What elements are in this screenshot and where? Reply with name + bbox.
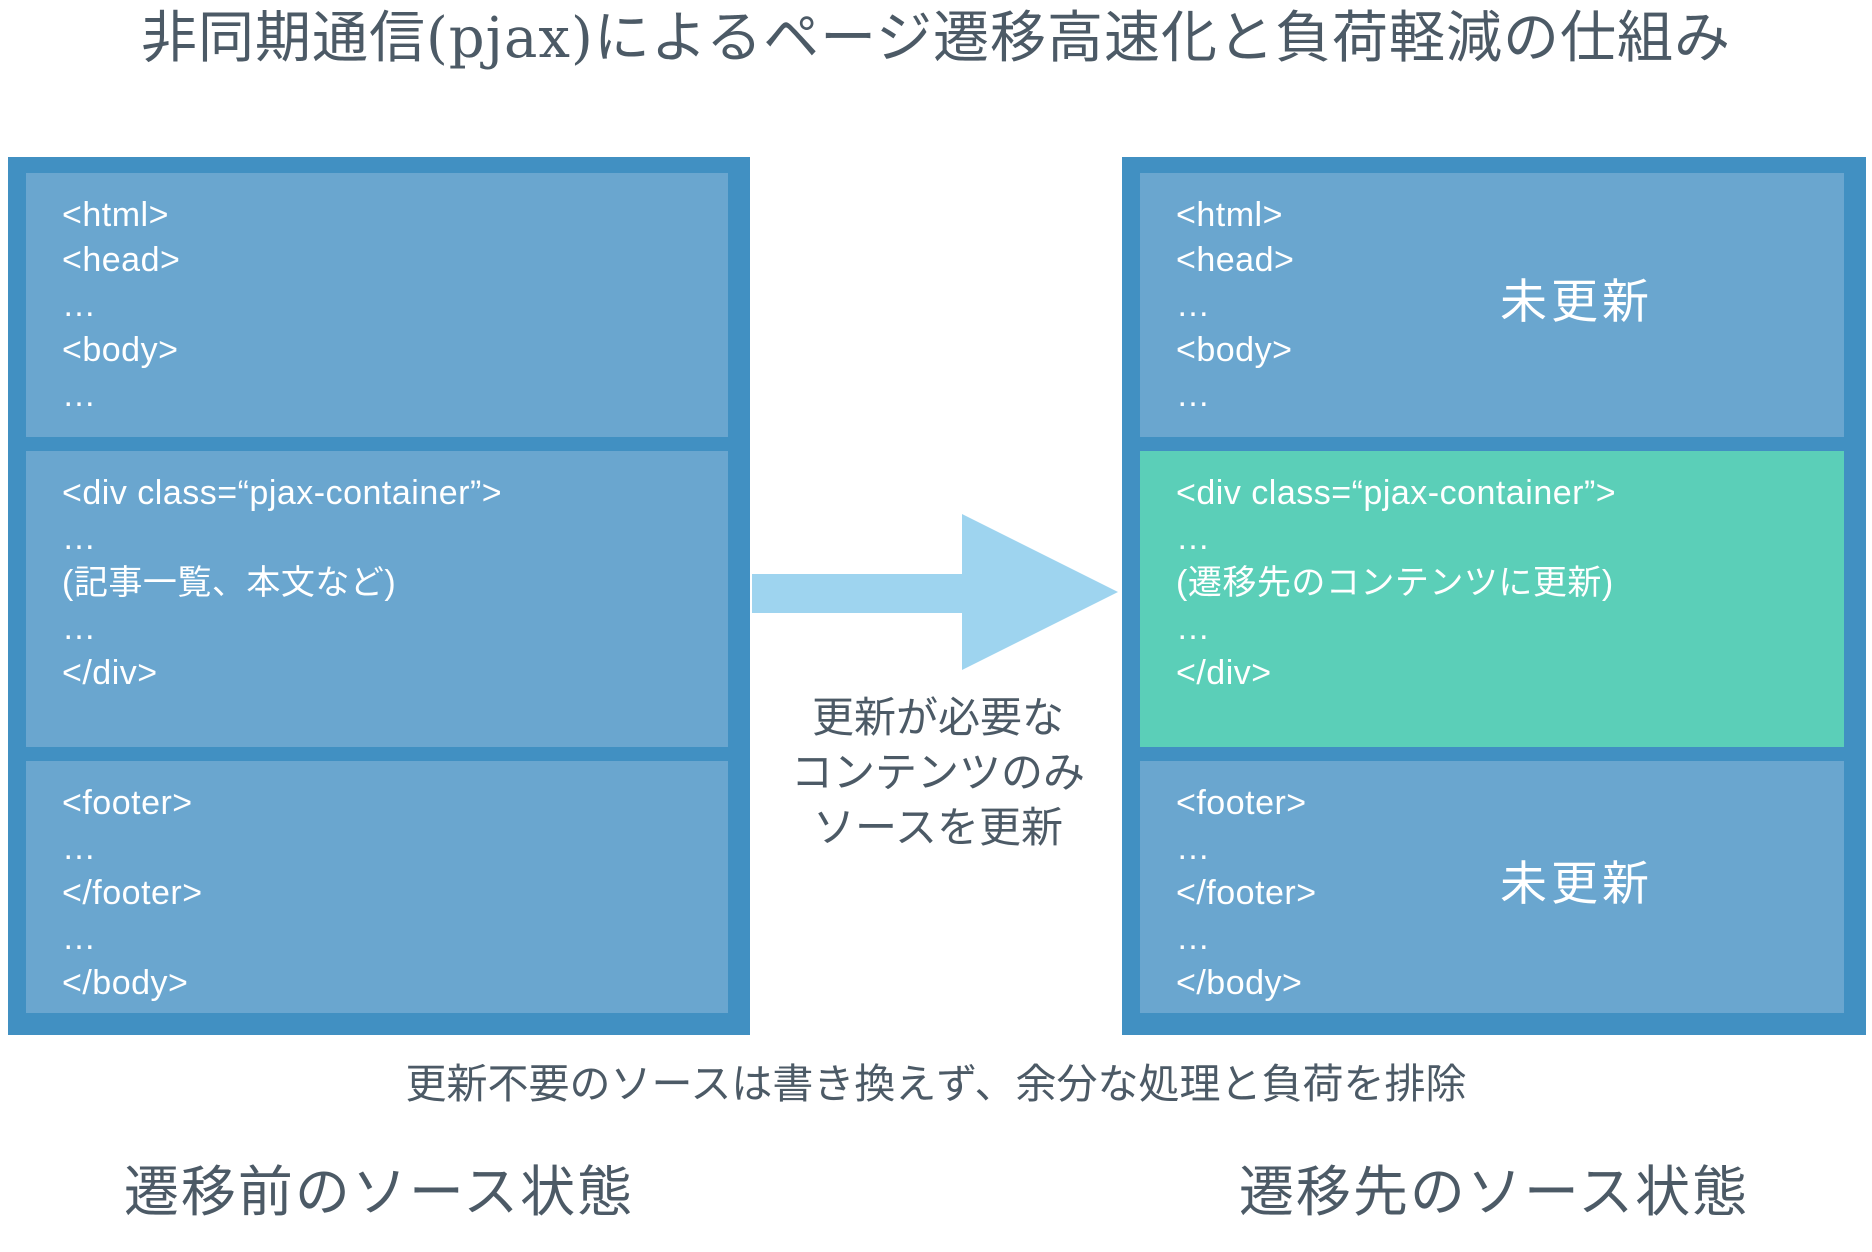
code-line: … bbox=[1176, 519, 1211, 557]
code-line: <head> bbox=[1176, 241, 1295, 279]
code-line: <footer> bbox=[62, 784, 193, 822]
code-line: … bbox=[62, 609, 97, 647]
after-panel-caption: 遷移先のソース状態 bbox=[1238, 1160, 1750, 1224]
not-updated-label: 未更新 bbox=[1500, 857, 1653, 912]
code-line: … bbox=[1176, 286, 1211, 324]
code-box-footer: <footer> … </footer> … </body> bbox=[26, 761, 728, 1013]
code-line: (記事一覧、本文など) bbox=[62, 564, 397, 602]
code-line: <html> bbox=[62, 196, 169, 234]
code-line: <body> bbox=[1176, 331, 1293, 369]
code-box-footer: <footer> … </footer> … </body> 未更新 bbox=[1140, 761, 1844, 1013]
code-line: </body> bbox=[62, 964, 189, 1002]
code-line: </footer> bbox=[62, 874, 203, 912]
not-updated-label: 未更新 bbox=[1500, 275, 1653, 330]
code-line: <head> bbox=[62, 241, 181, 279]
code-line: <div class=“pjax-container”> bbox=[62, 474, 503, 512]
code-line: </body> bbox=[1176, 964, 1303, 1002]
source-panel-before: <html> <head> … <body> … <div class=“pja… bbox=[8, 157, 750, 1035]
source-panel-after: <html> <head> … <body> … 未更新 <div class=… bbox=[1122, 157, 1866, 1035]
code-box-pjax-container-updated: <div class=“pjax-container”> … (遷移先のコンテン… bbox=[1140, 451, 1844, 747]
code-line: … bbox=[62, 829, 97, 867]
code-line: … bbox=[1176, 919, 1211, 957]
page-title: 非同期通信(pjax)によるページ遷移高速化と負荷軽減の仕組み bbox=[140, 6, 1732, 71]
arrow-caption-line: コンテンツのみ bbox=[790, 748, 1085, 797]
code-line: (遷移先のコンテンツに更新) bbox=[1176, 564, 1614, 602]
code-line: <div class=“pjax-container”> bbox=[1176, 474, 1617, 512]
code-line: </div> bbox=[1176, 654, 1272, 692]
code-box-pjax-container: <div class=“pjax-container”> … (記事一覧、本文な… bbox=[26, 451, 728, 747]
code-line: … bbox=[62, 519, 97, 557]
code-box-html-head: <html> <head> … <body> … bbox=[26, 173, 728, 437]
before-panel-caption: 遷移前のソース状態 bbox=[123, 1160, 635, 1224]
arrow-caption: 更新が必要な コンテンツのみ ソースを更新 bbox=[750, 690, 1126, 855]
code-line: </footer> bbox=[1176, 874, 1317, 912]
code-line: </div> bbox=[62, 654, 158, 692]
code-line: <footer> bbox=[1176, 784, 1307, 822]
code-line: … bbox=[62, 919, 97, 957]
right-arrow-icon bbox=[962, 514, 1118, 670]
code-line: … bbox=[1176, 609, 1211, 647]
arrow-caption-line: ソースを更新 bbox=[813, 803, 1063, 852]
footnote: 更新不要のソースは書き換えず、余分な処理と負荷を排除 bbox=[405, 1060, 1467, 1108]
code-line: … bbox=[62, 376, 97, 414]
code-line: … bbox=[1176, 376, 1211, 414]
right-arrow-shaft bbox=[752, 574, 963, 613]
arrow-caption-line: 更新が必要な bbox=[811, 693, 1064, 742]
code-line: … bbox=[1176, 829, 1211, 867]
code-line: <html> bbox=[1176, 196, 1283, 234]
code-box-html-head: <html> <head> … <body> … 未更新 bbox=[1140, 173, 1844, 437]
code-line: … bbox=[62, 286, 97, 324]
code-line: <body> bbox=[62, 331, 179, 369]
